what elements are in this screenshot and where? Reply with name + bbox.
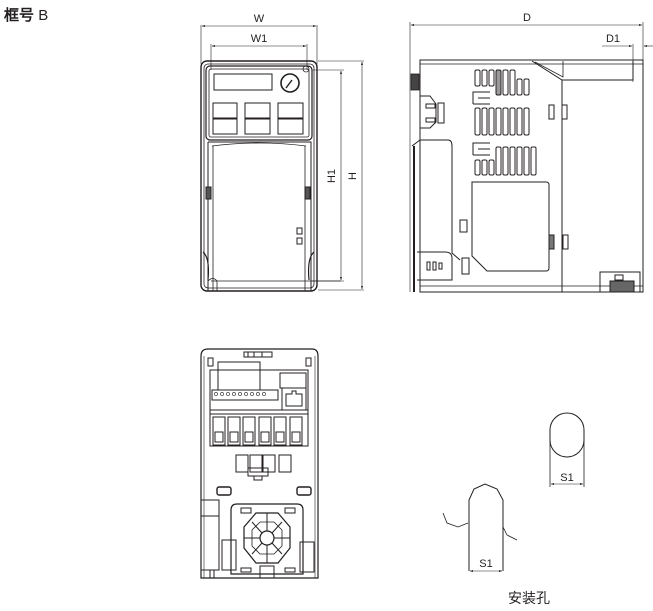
- bottom-view: [200, 348, 319, 579]
- side-view: [409, 22, 653, 293]
- dim-w-label: W: [254, 13, 265, 25]
- frame-label: 框号: [4, 6, 35, 24]
- dim-w1-label: W1: [251, 33, 268, 45]
- mounting-hole-top: [549, 412, 585, 487]
- hole-top-s1-label: S1: [560, 472, 573, 484]
- frame-id: B: [38, 7, 49, 24]
- dim-d1-label: D1: [606, 33, 620, 45]
- frame-title: 框号 B: [4, 6, 48, 25]
- dim-h1-label: H1: [326, 169, 338, 183]
- mounting-holes-caption: 安装孔: [508, 591, 550, 607]
- mounting-hole-bottom: [442, 483, 518, 573]
- front-view: [200, 24, 364, 292]
- hole-bottom-s1-label: S1: [479, 558, 492, 570]
- dim-d-label: D: [523, 12, 531, 24]
- dim-h-label: H: [347, 172, 359, 180]
